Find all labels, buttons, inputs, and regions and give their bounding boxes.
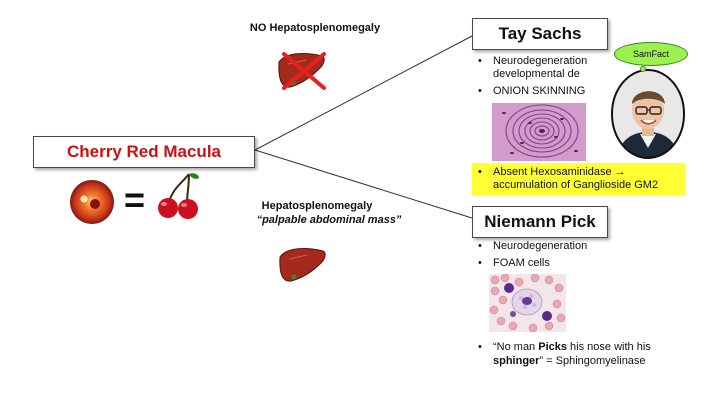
cherry-red-macula-title: Cherry Red Macula [67,142,221,161]
onion-skinning-histology-image [492,103,586,161]
list-item: FOAM cells [475,257,625,270]
foam-cells-histology-image [489,274,566,332]
tay-sachs-bullets: Neurodegeneration developmental de ONION… [475,55,590,98]
niemann-pick-box: Niemann Pick [472,206,608,238]
list-item: ONION SKINNING [475,85,590,98]
eye-fundus-icon [70,180,114,224]
list-item: Neurodegeneration [475,240,625,253]
samfact-avatar [611,69,685,159]
equals-sign: = [124,179,146,220]
samfact-thought-bubble: SamFact [614,42,688,66]
no-hepatosplenomegaly-label: NO Hepatosplenomegaly [249,22,381,34]
list-item-continuation: accumulation of Ganglioside GM2 [493,179,659,191]
list-item: Neurodegeneration [475,55,590,68]
hexosaminidase-highlight-box: Absent Hexosaminidase → accumulation of … [472,163,685,195]
list-item: developmental de [493,68,580,80]
liver-crossed-icon [278,52,326,90]
palpable-abdominal-mass-label: “palpable abdominal mass” [256,214,402,226]
samfact-label: SamFact [632,49,669,59]
liver-icon [279,248,326,282]
niemann-pick-bullets: Neurodegeneration FOAM cells [475,240,625,270]
connector-to-niemann-pick [254,149,473,219]
tay-sachs-title: Tay Sachs [498,24,582,43]
connector-to-tay-sachs [254,35,473,151]
niemann-pick-mnemonic: • “No man Picks his nose with his sphing… [478,341,651,367]
list-item: Absent Hexosaminidase → [475,166,688,179]
tay-sachs-box: Tay Sachs [472,18,608,50]
cherry-red-macula-box: Cherry Red Macula [33,136,255,168]
niemann-pick-title: Niemann Pick [484,212,596,231]
hepatosplenomegaly-label: Hepatosplenomegaly [261,200,373,212]
thought-bubble-dot [640,66,646,72]
cherry-icon [158,173,199,219]
